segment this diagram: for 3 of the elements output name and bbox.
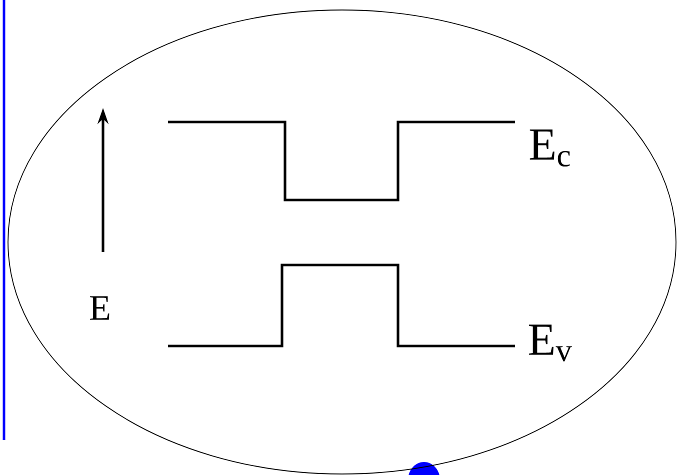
energy-label: E$_{v}$ <box>528 324 572 362</box>
energy-label: E <box>90 296 110 320</box>
energy-label: E$_{c}$ <box>530 130 570 167</box>
